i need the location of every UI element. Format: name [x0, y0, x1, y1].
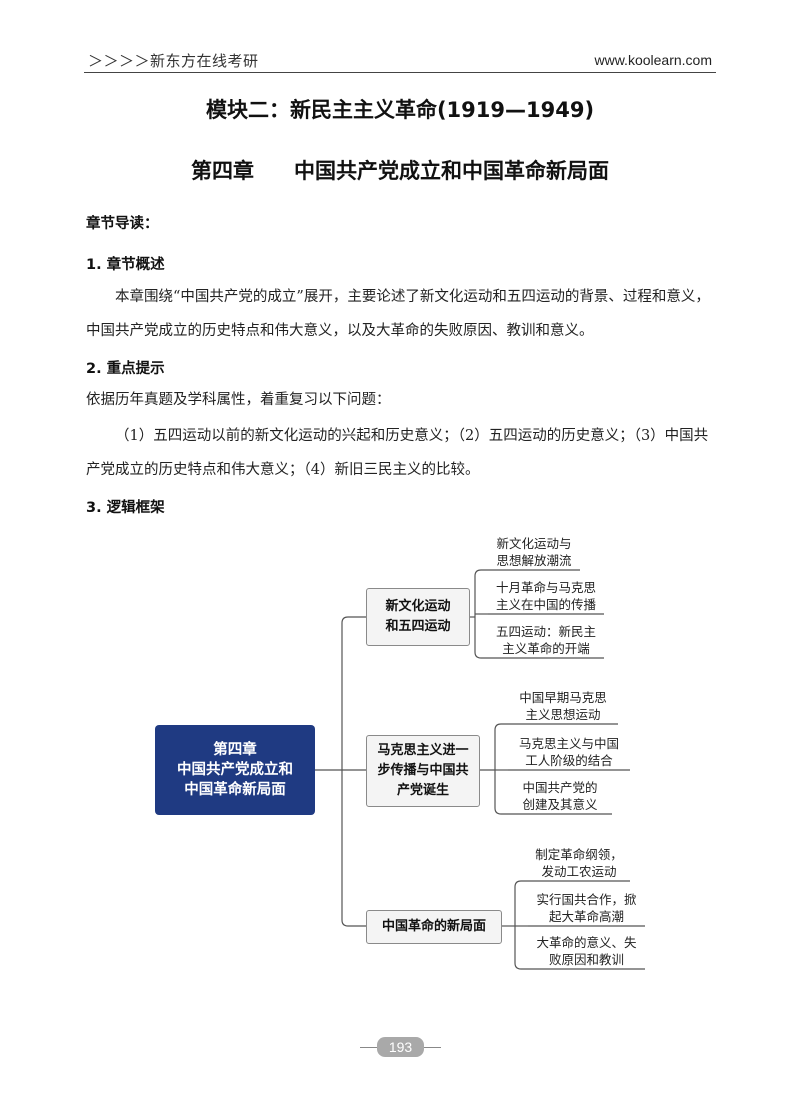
leaf-node: 马克思主义与中国 工人阶级的结合 [518, 736, 619, 768]
branch-label-line: 产党诞生 [396, 783, 449, 798]
chapter-name: 中国共产党成立和中国革命新局面 [294, 159, 609, 183]
page-line-left [360, 1047, 377, 1048]
focus-heading: 2. 重点提示 [86, 361, 165, 377]
branch-new-situation: 中国革命的新局面 [366, 910, 502, 944]
leaf-node: 新文化运动与 思想解放潮流 [496, 536, 572, 568]
page-line-right [424, 1047, 441, 1048]
leaf-node: 五四运动：新民主 主义革命的开端 [495, 624, 596, 656]
branch-label-line: 步传播与中国共 [377, 763, 469, 778]
root-line-1: 第四章 [213, 742, 257, 758]
focus-intro: 依据历年真题及学科属性，着重复习以下问题： [86, 392, 391, 408]
mindmap-root: 第四章 中国共产党成立和 中国革命新局面 [155, 725, 315, 815]
header-breadcrumb: ＞＞＞＞新东方在线考研 [88, 52, 259, 70]
page-number: 193 [377, 1037, 424, 1057]
leaf-node: 十月革命与马克思 主义在中国的传播 [495, 580, 596, 612]
branch-new-culture: 新文化运动 和五四运动 [366, 588, 470, 646]
leaf-node: 实行国共合作，掀 起大革命高潮 [536, 892, 637, 924]
branch-label-line: 中国革命的新局面 [381, 919, 486, 934]
guide-heading: 章节导读： [86, 216, 159, 232]
root-line-2: 中国共产党成立和 [177, 762, 293, 778]
leaf-node: 中国早期马克思 主义思想运动 [519, 690, 607, 722]
chapter-title: 第四章 中国共产党成立和中国革命新局面 [0, 155, 800, 185]
leaf-node: 制定革命纲领， 发动工农运动 [535, 847, 623, 879]
branch-label-line: 马克思主义进一 [377, 743, 469, 758]
header-divider [84, 72, 716, 73]
framework-heading: 3. 逻辑框架 [86, 500, 165, 516]
module-title: 模块二：新民主主义革命(1919—1949) [205, 98, 595, 122]
overview-heading: 1. 章节概述 [86, 257, 165, 273]
chapter-number: 第四章 [191, 159, 254, 183]
leaf-node: 大革命的意义、失 败原因和教训 [536, 935, 637, 967]
header-website: www.koolearn.com [594, 52, 713, 68]
focus-paragraph: （1）五四运动以前的新文化运动的兴起和历史意义；（2）五四运动的历史意义；（3）… [86, 428, 709, 478]
overview-paragraph: 本章围绕“中国共产党的成立”展开，主要论述了新文化运动和五四运动的背景、过程和意… [86, 289, 710, 339]
root-line-3: 中国革命新局面 [184, 782, 286, 798]
branch-label-line: 和五四运动 [385, 619, 451, 634]
leaf-node: 中国共产党的 创建及其意义 [522, 780, 598, 812]
branch-label-line: 新文化运动 [385, 599, 451, 614]
branch-marxism: 马克思主义进一 步传播与中国共 产党诞生 [366, 735, 480, 807]
